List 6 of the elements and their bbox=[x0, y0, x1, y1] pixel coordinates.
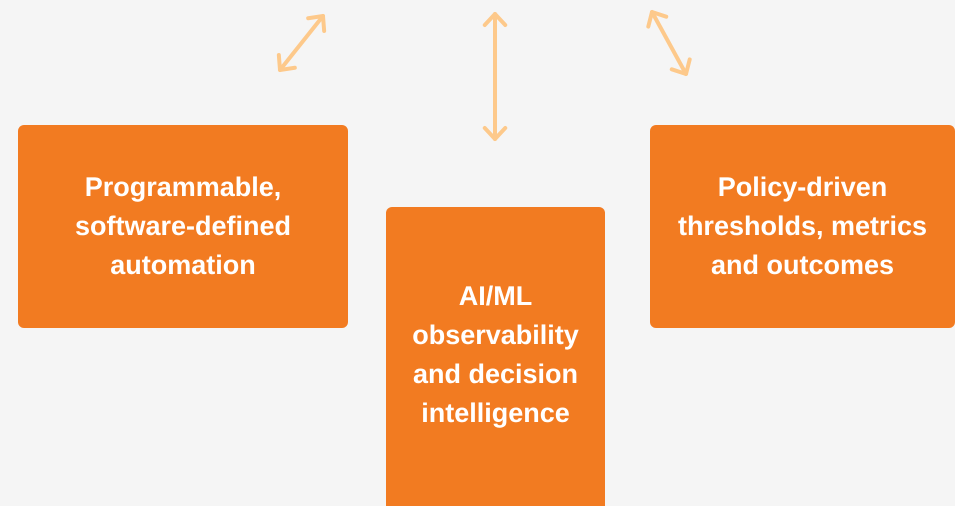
box-label: Programmable, software-defined automation bbox=[74, 171, 292, 282]
process-box bbox=[18, 125, 348, 328]
box-label: AI/ML observability and decision intelligence bbox=[411, 280, 580, 430]
process-box bbox=[650, 125, 955, 328]
box-label: Policy-driven thresholds, metrics and outcomes bbox=[676, 171, 928, 282]
process-box bbox=[386, 207, 605, 506]
